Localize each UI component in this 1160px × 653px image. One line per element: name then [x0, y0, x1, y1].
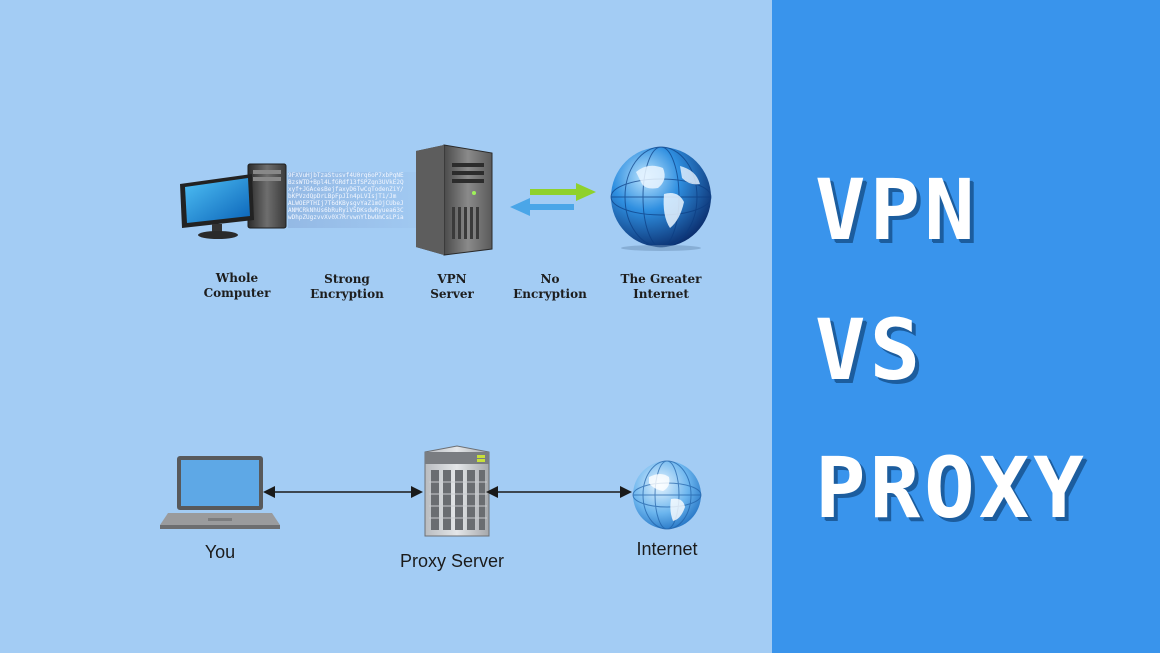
bidirectional-arrows-icon [510, 183, 596, 216]
label-internet: Internet [636, 539, 698, 559]
label-line: Server [430, 287, 474, 301]
right-panel [772, 0, 1160, 653]
label-line: The Greater [620, 272, 702, 286]
cipher-line: xyf+JGAcesBejfaxyD6TwCqTodenZiY/ [288, 186, 404, 193]
label-vpn-server: VPN Server [412, 272, 492, 302]
label-line: VPN [437, 272, 467, 286]
title-vs: VS [815, 301, 925, 399]
double-arrow-left [263, 486, 423, 498]
cipher-line: bKPVzdQpDrLBpFpJIn4pLVIsjT1/Jm [288, 193, 397, 200]
laptop-icon [160, 456, 280, 529]
title-vpn: VPN [815, 161, 979, 259]
double-arrow-right [486, 486, 632, 498]
label-line: Strong [324, 272, 370, 286]
cipher-line: ANMCRkNhUs6bRuRyiV5DKsdwRyuea63C [288, 207, 404, 214]
label-line: Whole [215, 271, 259, 285]
cipher-line: wDhpZUgzvvXv0X7RrvwnYlbwUmCsLPia [288, 214, 404, 221]
label-line: Internet [633, 287, 689, 301]
encrypted-data-stream: 9FXVuHjbTzaStusvf4U0rq6oP7xbPqNE BzsWTD+… [288, 172, 424, 228]
globe-icon [610, 146, 712, 251]
globe-small-icon [632, 460, 702, 530]
label-greater-internet: The Greater Internet [606, 272, 716, 302]
desktop-computer-icon [180, 163, 287, 239]
label-line: No [540, 272, 560, 286]
label-no-encryption: No Encryption [500, 272, 600, 302]
cipher-line: ALWOEPTHIj7T6dKBysgvYaZ1mOjCUbeJ [288, 200, 404, 207]
label-proxy-server: Proxy Server [399, 551, 505, 571]
label-strong-encryption: Strong Encryption [297, 272, 397, 302]
label-line: Encryption [310, 287, 384, 301]
label-line: Computer [203, 286, 271, 300]
proxy-server-icon [424, 445, 490, 537]
title-proxy: PROXY [815, 439, 1088, 537]
label-whole-computer: Whole Computer [187, 271, 287, 301]
vpn-server-icon [416, 144, 493, 256]
left-panel [0, 0, 772, 653]
label-line: Encryption [513, 287, 587, 301]
label-you: You [204, 542, 236, 562]
cipher-line: 9FXVuHjbTzaStusvf4U0rq6oP7xbPqNE [288, 172, 404, 179]
cipher-line: BzsWTD+Bpl4LfGRdf13fSPZqn3UVkE2Q [288, 179, 404, 186]
